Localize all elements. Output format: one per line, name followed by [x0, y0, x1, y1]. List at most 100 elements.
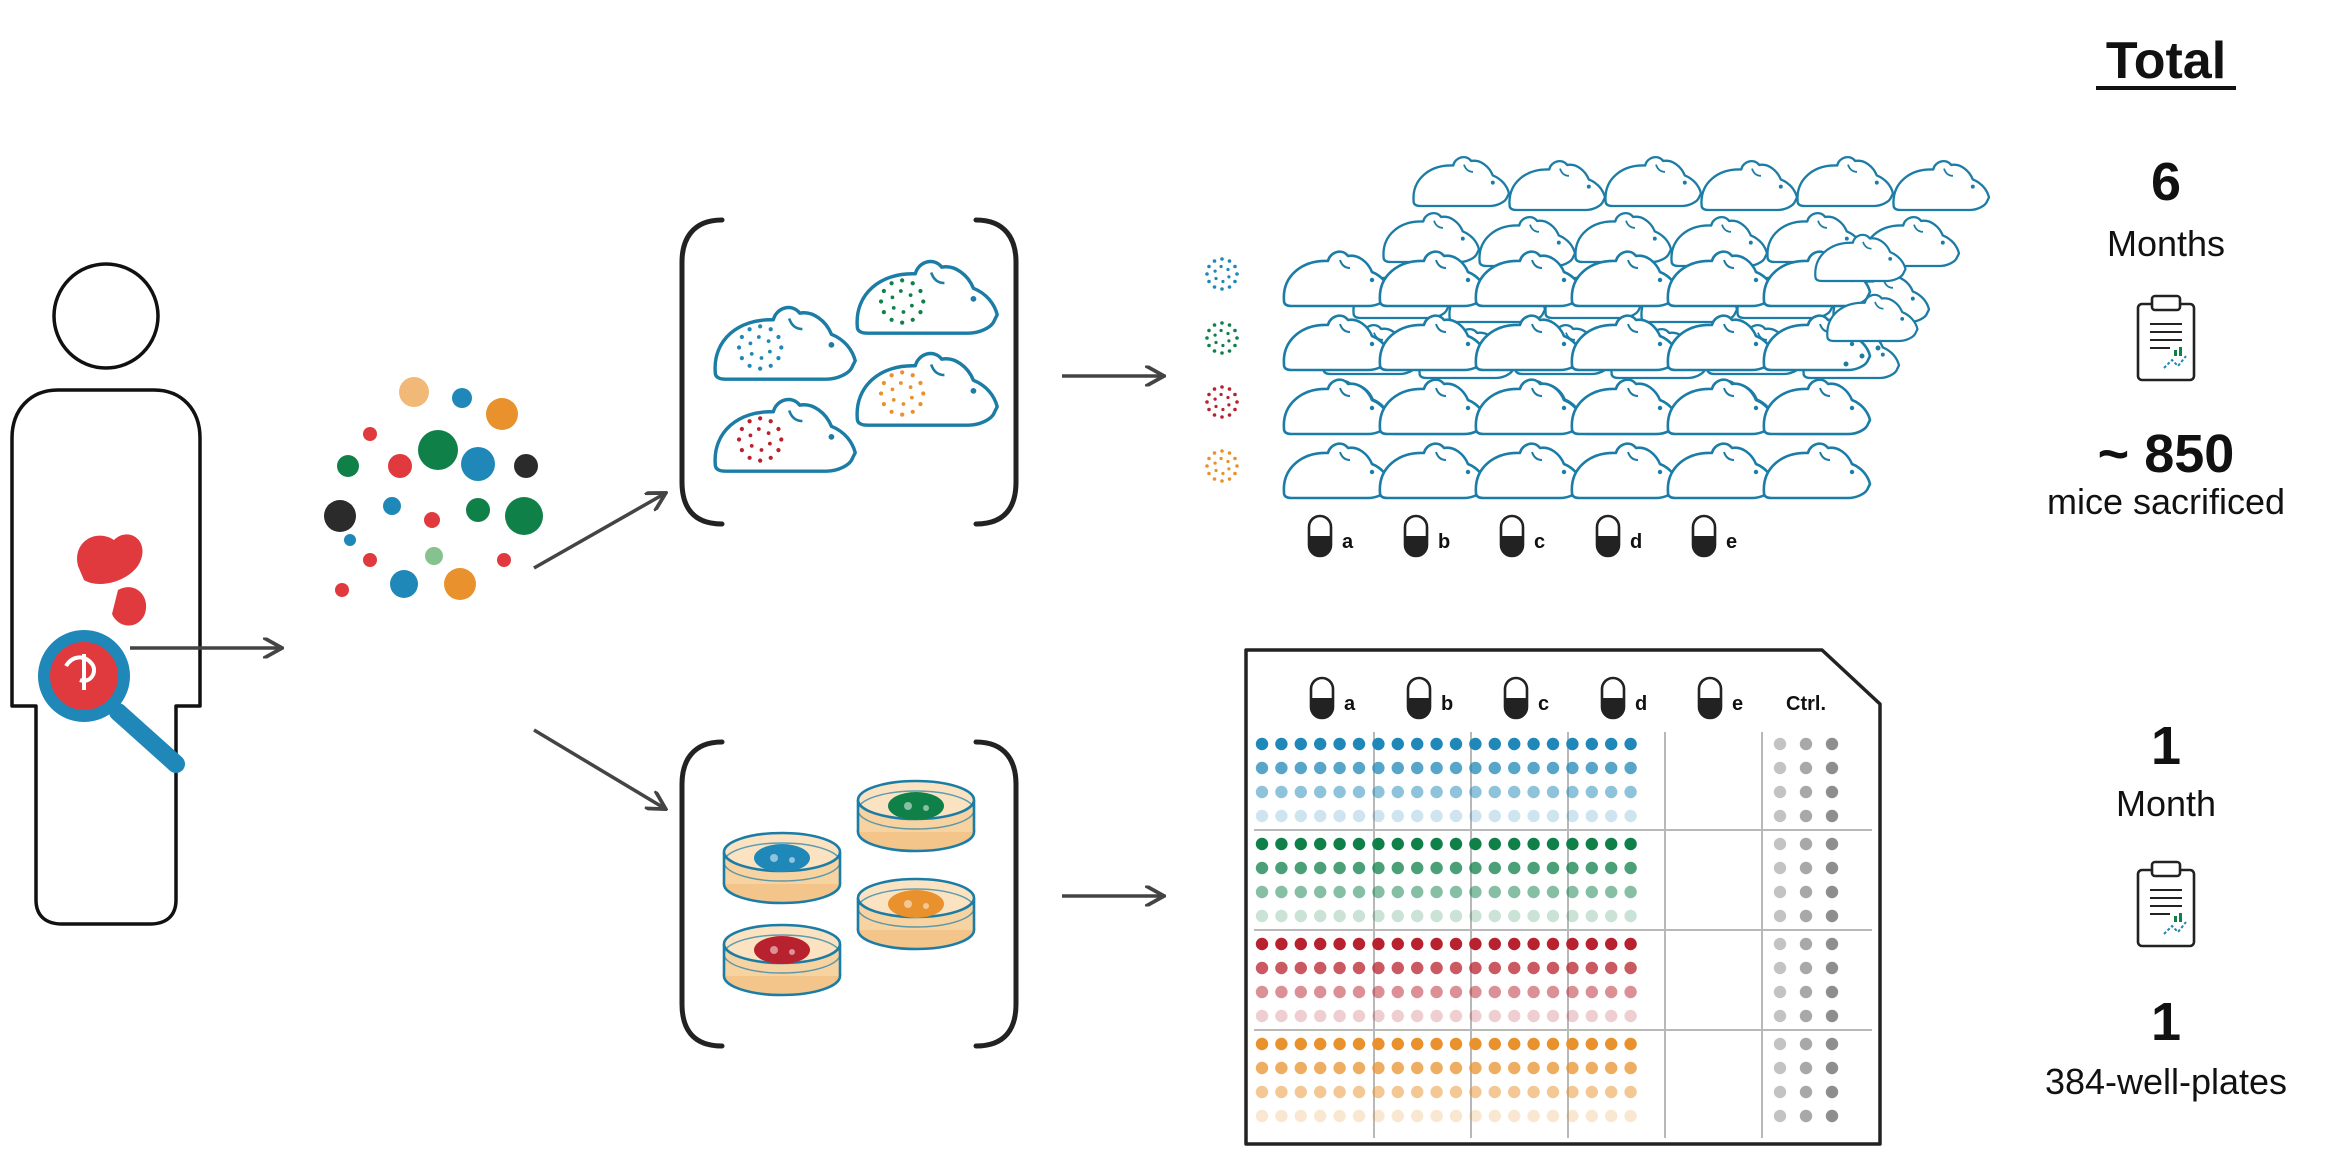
well — [1527, 937, 1540, 951]
well — [1488, 909, 1502, 923]
well — [1488, 1061, 1502, 1075]
well — [1411, 1109, 1424, 1123]
well — [1411, 937, 1424, 951]
well — [1275, 961, 1288, 975]
well — [1333, 885, 1346, 899]
control-label: Ctrl. — [1786, 693, 1826, 715]
mouse-icon — [1282, 250, 1392, 308]
capsule-icon — [1499, 514, 1525, 558]
petri-dish-icon — [722, 831, 842, 905]
well — [1605, 785, 1618, 799]
well — [1624, 1037, 1637, 1051]
well — [1566, 861, 1579, 875]
mouse-icon — [1378, 378, 1488, 436]
well — [1314, 761, 1327, 775]
well — [1508, 1109, 1521, 1123]
control-well — [1799, 909, 1813, 923]
mouse-icon — [1282, 314, 1392, 372]
well — [1391, 1037, 1405, 1051]
well — [1527, 885, 1540, 899]
well — [1546, 1109, 1560, 1123]
mouse-icon — [1412, 155, 1511, 208]
well — [1449, 837, 1463, 851]
well — [1314, 785, 1327, 799]
control-well — [1799, 737, 1813, 751]
mouse-icon — [1762, 378, 1872, 436]
mouse-icon — [1700, 159, 1799, 212]
well — [1314, 1037, 1327, 1051]
cell-dot — [390, 570, 418, 598]
mouse-icon — [1666, 442, 1776, 500]
xenograft-mouse-icon — [713, 305, 857, 381]
well — [1255, 809, 1269, 823]
well — [1314, 885, 1327, 899]
cell-dot — [337, 455, 359, 477]
control-well — [1773, 785, 1787, 799]
well — [1488, 761, 1502, 775]
well — [1449, 1109, 1463, 1123]
cell-dot — [335, 583, 349, 597]
well — [1255, 937, 1269, 951]
petri-dish-group — [679, 739, 1019, 1049]
control-well — [1825, 985, 1839, 999]
well — [1566, 1009, 1579, 1023]
control-well — [1825, 937, 1839, 951]
well — [1314, 861, 1327, 875]
well — [1352, 861, 1366, 875]
control-well — [1773, 1061, 1787, 1075]
cell-dot — [324, 500, 356, 532]
well — [1391, 937, 1405, 951]
well — [1372, 1085, 1385, 1099]
mouse-icon — [1474, 378, 1584, 436]
well — [1449, 737, 1463, 751]
well — [1585, 785, 1599, 799]
well — [1294, 761, 1308, 775]
well — [1585, 737, 1599, 751]
well — [1449, 1009, 1463, 1023]
well — [1391, 761, 1405, 775]
well — [1469, 785, 1482, 799]
well — [1488, 1037, 1502, 1051]
well — [1449, 937, 1463, 951]
well — [1488, 737, 1502, 751]
well — [1508, 809, 1521, 823]
well — [1605, 1009, 1618, 1023]
well — [1430, 809, 1443, 823]
well — [1488, 885, 1502, 899]
tumor-cluster-icon — [1205, 385, 1239, 419]
well — [1469, 961, 1482, 975]
patient-icon — [10, 262, 202, 926]
well — [1585, 809, 1599, 823]
well — [1605, 961, 1618, 975]
xenograft-mouse-icon — [855, 259, 999, 335]
well — [1372, 1061, 1385, 1075]
well — [1605, 1085, 1618, 1099]
well — [1624, 737, 1637, 751]
control-well — [1799, 1109, 1813, 1123]
well — [1488, 837, 1502, 851]
well — [1585, 761, 1599, 775]
well — [1546, 861, 1560, 875]
well — [1430, 837, 1443, 851]
well — [1508, 837, 1521, 851]
well — [1391, 1109, 1405, 1123]
well — [1411, 1009, 1424, 1023]
well — [1430, 1009, 1443, 1023]
well — [1469, 1061, 1482, 1075]
well — [1275, 937, 1288, 951]
well — [1372, 961, 1385, 975]
well — [1333, 809, 1346, 823]
well — [1314, 909, 1327, 923]
well — [1352, 761, 1366, 775]
cell-dot — [363, 427, 377, 441]
well — [1372, 1109, 1385, 1123]
capsule-icon — [1403, 514, 1429, 558]
well — [1605, 885, 1618, 899]
well — [1527, 1085, 1540, 1099]
in-vitro-count-unit: 384-well-plates — [2045, 1061, 2287, 1102]
control-well — [1799, 809, 1813, 823]
well — [1294, 837, 1308, 851]
well — [1294, 785, 1308, 799]
well — [1255, 1037, 1269, 1051]
treatment-label: d — [1635, 693, 1647, 715]
